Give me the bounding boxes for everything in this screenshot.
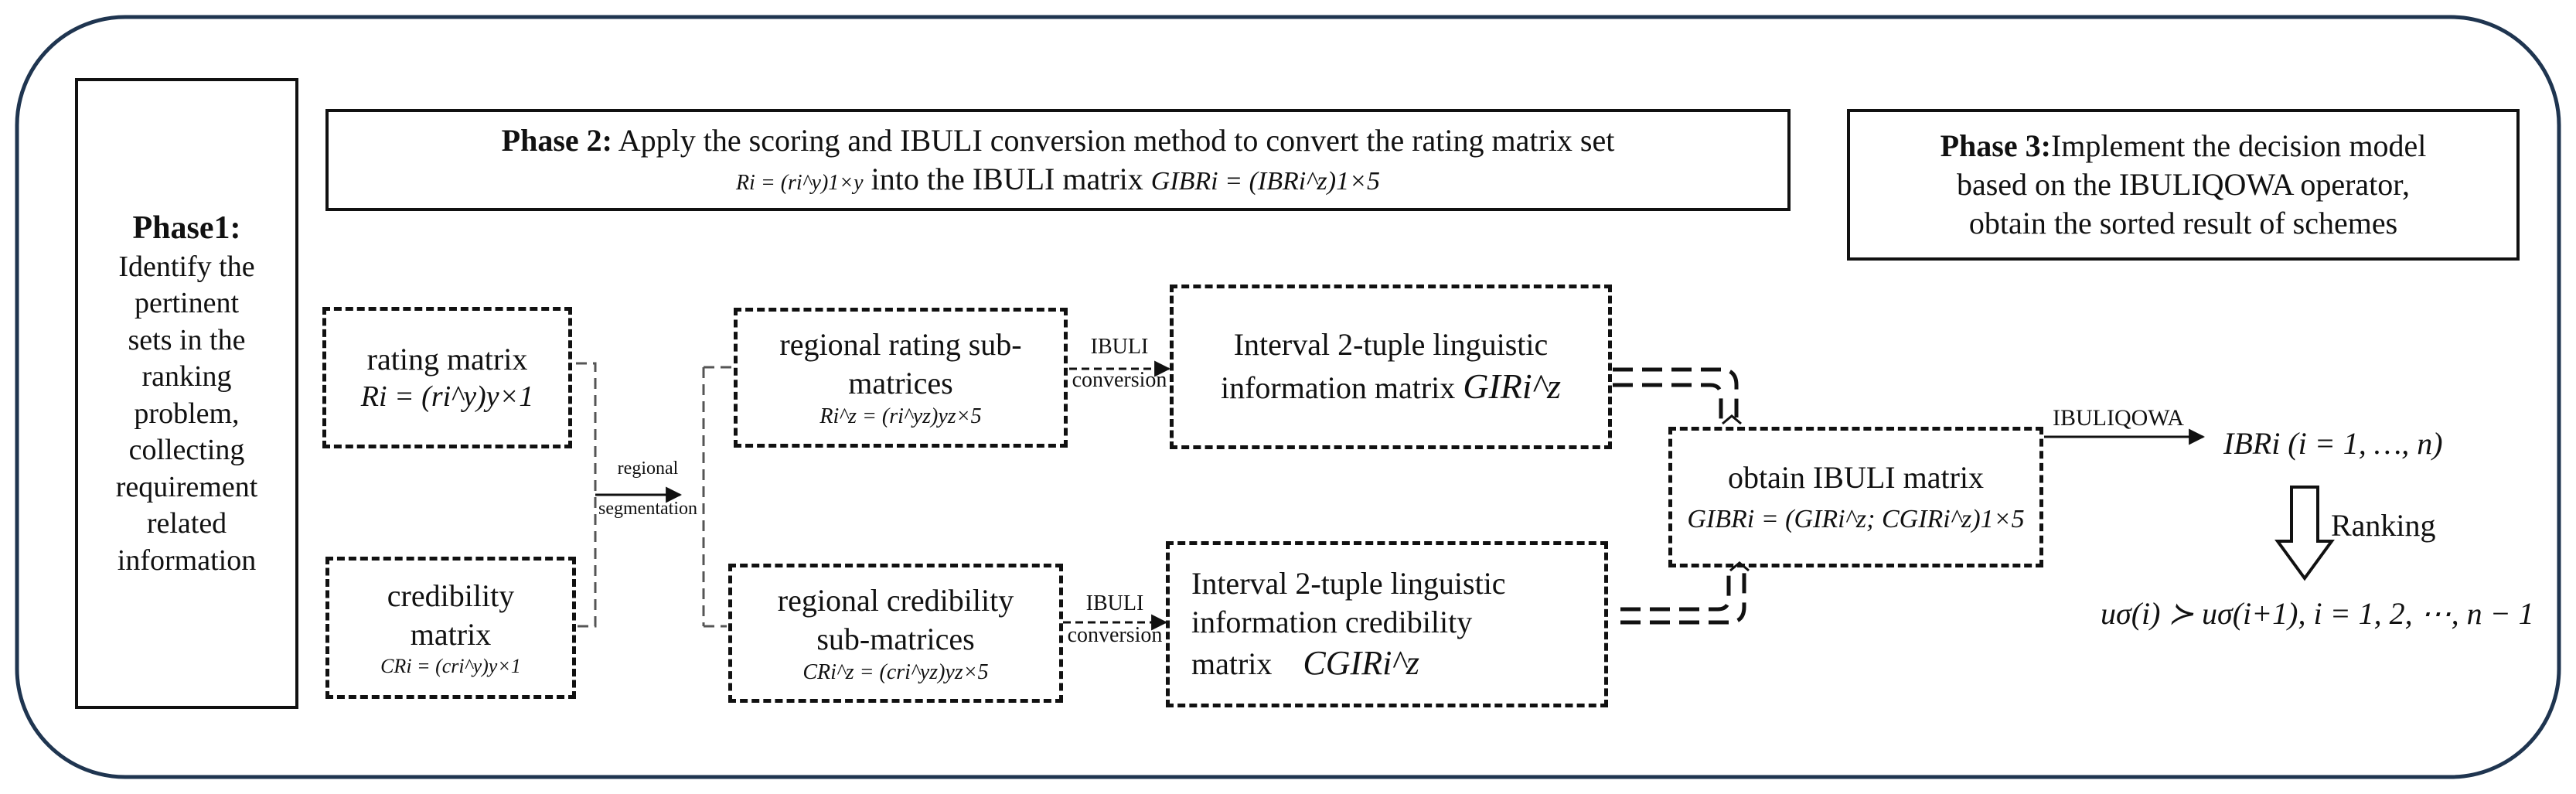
rating-matrix-box: rating matrix Ri = (ri^y)y×1 (322, 307, 572, 448)
phase1-line: requirement (115, 470, 258, 503)
interval-info-line1: Interval 2-tuple linguistic (1233, 326, 1549, 362)
seg-line1: regional (617, 458, 679, 479)
interval-cred-line3: matrix CGIRi^z (1191, 642, 1419, 684)
phase1-line: pertinent (134, 287, 240, 319)
regional-rating-line1: regional rating sub- (779, 327, 1022, 362)
phase2-box: Phase 2: Apply the scoring and IBULI con… (325, 109, 1791, 211)
interval-cred-text: matrix (1191, 646, 1273, 681)
phase1-line: ranking (141, 360, 232, 393)
ibuli-conversion-label-top: IBULI conversion (1065, 335, 1174, 393)
phase2-math2: GIBRi = (IBRi^z)1×5 (1150, 167, 1381, 196)
obtain-ibuli-label: obtain IBULI matrix (1727, 459, 1985, 495)
ibuliqowa-label: IBULIQOWA (2053, 405, 2184, 431)
seg-line2: segmentation (598, 499, 697, 520)
segmentation-bracket (576, 362, 733, 628)
phase2-text2: into the IBULI matrix (871, 162, 1143, 196)
ibuli-line1: IBULI (1085, 591, 1144, 615)
credibility-matrix-box: credibility matrix CRi = (cri^y)y×1 (325, 557, 576, 699)
interval-cred-math: CGIRi^z (1303, 644, 1419, 682)
phase3-box: Phase 3:Implement the decision model bas… (1847, 109, 2520, 261)
interval-cred-line2: information credibility (1191, 605, 1473, 639)
phase2-line1: Phase 2: Apply the scoring and IBULI con… (502, 121, 1615, 160)
ibuli-line1: IBULI (1090, 335, 1149, 359)
rating-matrix-math: Ri = (ri^y)y×1 (360, 380, 534, 413)
ibuli-conversion-label-bottom: IBULI conversion (1061, 591, 1169, 648)
ibuli-arrows (1063, 360, 1171, 631)
phase3-text1: Implement the decision model (2050, 128, 2427, 163)
regional-rating-box: regional rating sub- matrices Ri^z = (ri… (734, 308, 1068, 448)
phase2-math1: Ri = (ri^y)1×y (735, 171, 864, 195)
interval-info-math: GIRi^z (1463, 366, 1561, 406)
phase1-line: sets in the (128, 323, 246, 356)
ranking-arrow (2274, 486, 2335, 581)
obtain-ibuli-math: GIBRi = (GIRi^z; CGIRi^z)1×5 (1687, 504, 2025, 533)
regional-cred-math: CRi^z = (cri^yz)yz×5 (802, 659, 989, 684)
ranking-result: uσ(i) ≻ uσ(i+1), i = 1, 2, ⋯, n − 1 (2101, 596, 2534, 631)
interval-cred-line1: Interval 2-tuple linguistic (1191, 566, 1506, 601)
phase3-title: Phase 3: (1940, 128, 2051, 163)
ibr-result: IBRi (i = 1, …, n) (2223, 426, 2443, 461)
phase2-title: Phase 2: (501, 123, 612, 158)
phase2-line2: Ri = (ri^y)1×y into the IBULI matrix GIB… (736, 160, 1380, 199)
regional-rating-line2: matrices (848, 366, 953, 400)
ibuli-line2: conversion (1067, 622, 1163, 647)
regional-credibility-box: regional credibility sub-matrices CRi^z … (728, 564, 1063, 703)
regional-rating-math: Ri^z = (ri^yz)yz×5 (819, 404, 982, 428)
regional-cred-line1: regional credibility (777, 582, 1014, 618)
credibility-label2: matrix (410, 616, 492, 652)
double-connectors (1613, 367, 1746, 625)
ibuli-line2: conversion (1072, 367, 1167, 392)
phase1-line: related (146, 507, 227, 540)
phase3-line1: Phase 3:Implement the decision model (1941, 127, 2427, 165)
phase2-text1: Apply the scoring and IBULI conversion m… (618, 123, 1615, 158)
rating-matrix-label: rating matrix (366, 341, 528, 377)
regional-cred-line2: sub-matrices (816, 621, 975, 656)
phase3-line2: based on the IBULIQOWA operator, (1956, 167, 2410, 202)
phase1-line: problem, (134, 397, 240, 430)
phase1-box: Phase1: Identify the pertinent sets in t… (75, 78, 298, 709)
phase1-line: Identify the (118, 250, 255, 283)
interval-cred-box: Interval 2-tuple linguistic information … (1166, 541, 1608, 707)
credibility-math: CRi = (cri^y)y×1 (380, 654, 521, 677)
interval-info-box: Interval 2-tuple linguistic information … (1170, 285, 1612, 449)
ranking-label: Ranking (2331, 508, 2436, 543)
regional-segmentation-label: regional segmentation (594, 458, 702, 520)
interval-info-text: information matrix (1221, 370, 1456, 405)
phase1-line: collecting (128, 434, 245, 466)
phase1-title: Phase1: (132, 210, 241, 246)
obtain-ibuli-box: obtain IBULI matrix GIBRi = (GIRi^z; CGI… (1668, 427, 2043, 567)
outer-frame (15, 15, 2561, 779)
phase1-line: information (117, 544, 257, 577)
credibility-label1: credibility (387, 578, 515, 613)
phase3-line3: obtain the sorted result of schemes (1968, 206, 2398, 240)
interval-info-line2: information matrix GIRi^z (1221, 364, 1561, 409)
